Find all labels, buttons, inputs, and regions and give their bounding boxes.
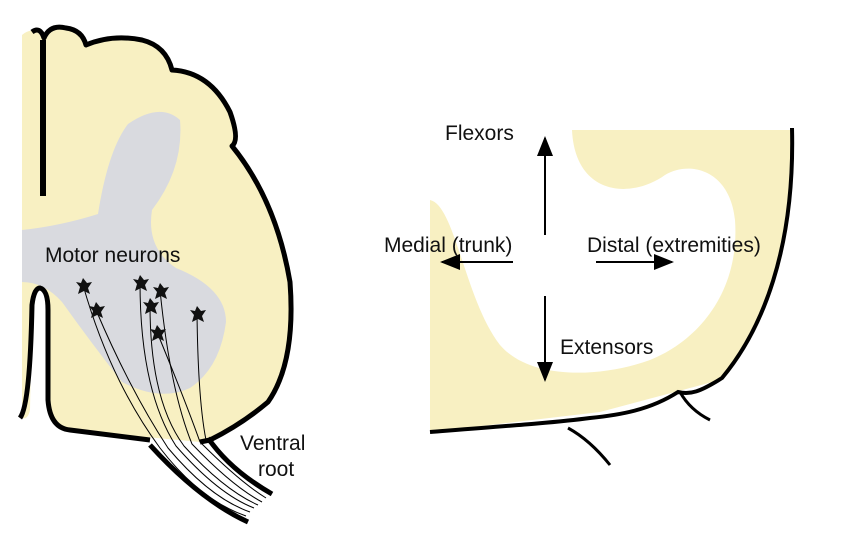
neuron-icon bbox=[143, 298, 159, 314]
cord-outline bbox=[30, 24, 294, 445]
neuron-icon bbox=[153, 283, 169, 299]
flexors-label: Flexors bbox=[445, 122, 514, 145]
root-line bbox=[678, 391, 711, 422]
root-label: root bbox=[258, 458, 294, 481]
neuron-icon bbox=[89, 302, 105, 318]
ventral-fissure bbox=[17, 285, 151, 443]
neuron-icon bbox=[190, 306, 206, 322]
axons bbox=[82, 281, 271, 517]
ventral-horn-map: Flexors Medial (trunk) Distal (extremiti… bbox=[384, 122, 795, 466]
motor-neurons-label: Motor neurons bbox=[45, 244, 180, 267]
ventral-horn-region bbox=[430, 130, 793, 432]
neuron-icon bbox=[150, 325, 166, 341]
ventral-root bbox=[148, 436, 274, 525]
neuron-icon bbox=[133, 275, 149, 291]
motor-neuron-cells bbox=[76, 275, 206, 341]
distal-label: Distal (extremities) bbox=[587, 234, 761, 257]
cord-edge-outline bbox=[429, 127, 795, 434]
root-line bbox=[567, 426, 612, 466]
extensors-label: Extensors bbox=[560, 336, 653, 359]
neuron-icon bbox=[76, 278, 92, 294]
spinal-cord-section: Motor neurons Ventral root bbox=[17, 24, 305, 525]
medial-label: Medial (trunk) bbox=[384, 234, 512, 257]
ventral-label: Ventral bbox=[240, 432, 305, 455]
gray-matter bbox=[22, 111, 226, 394]
